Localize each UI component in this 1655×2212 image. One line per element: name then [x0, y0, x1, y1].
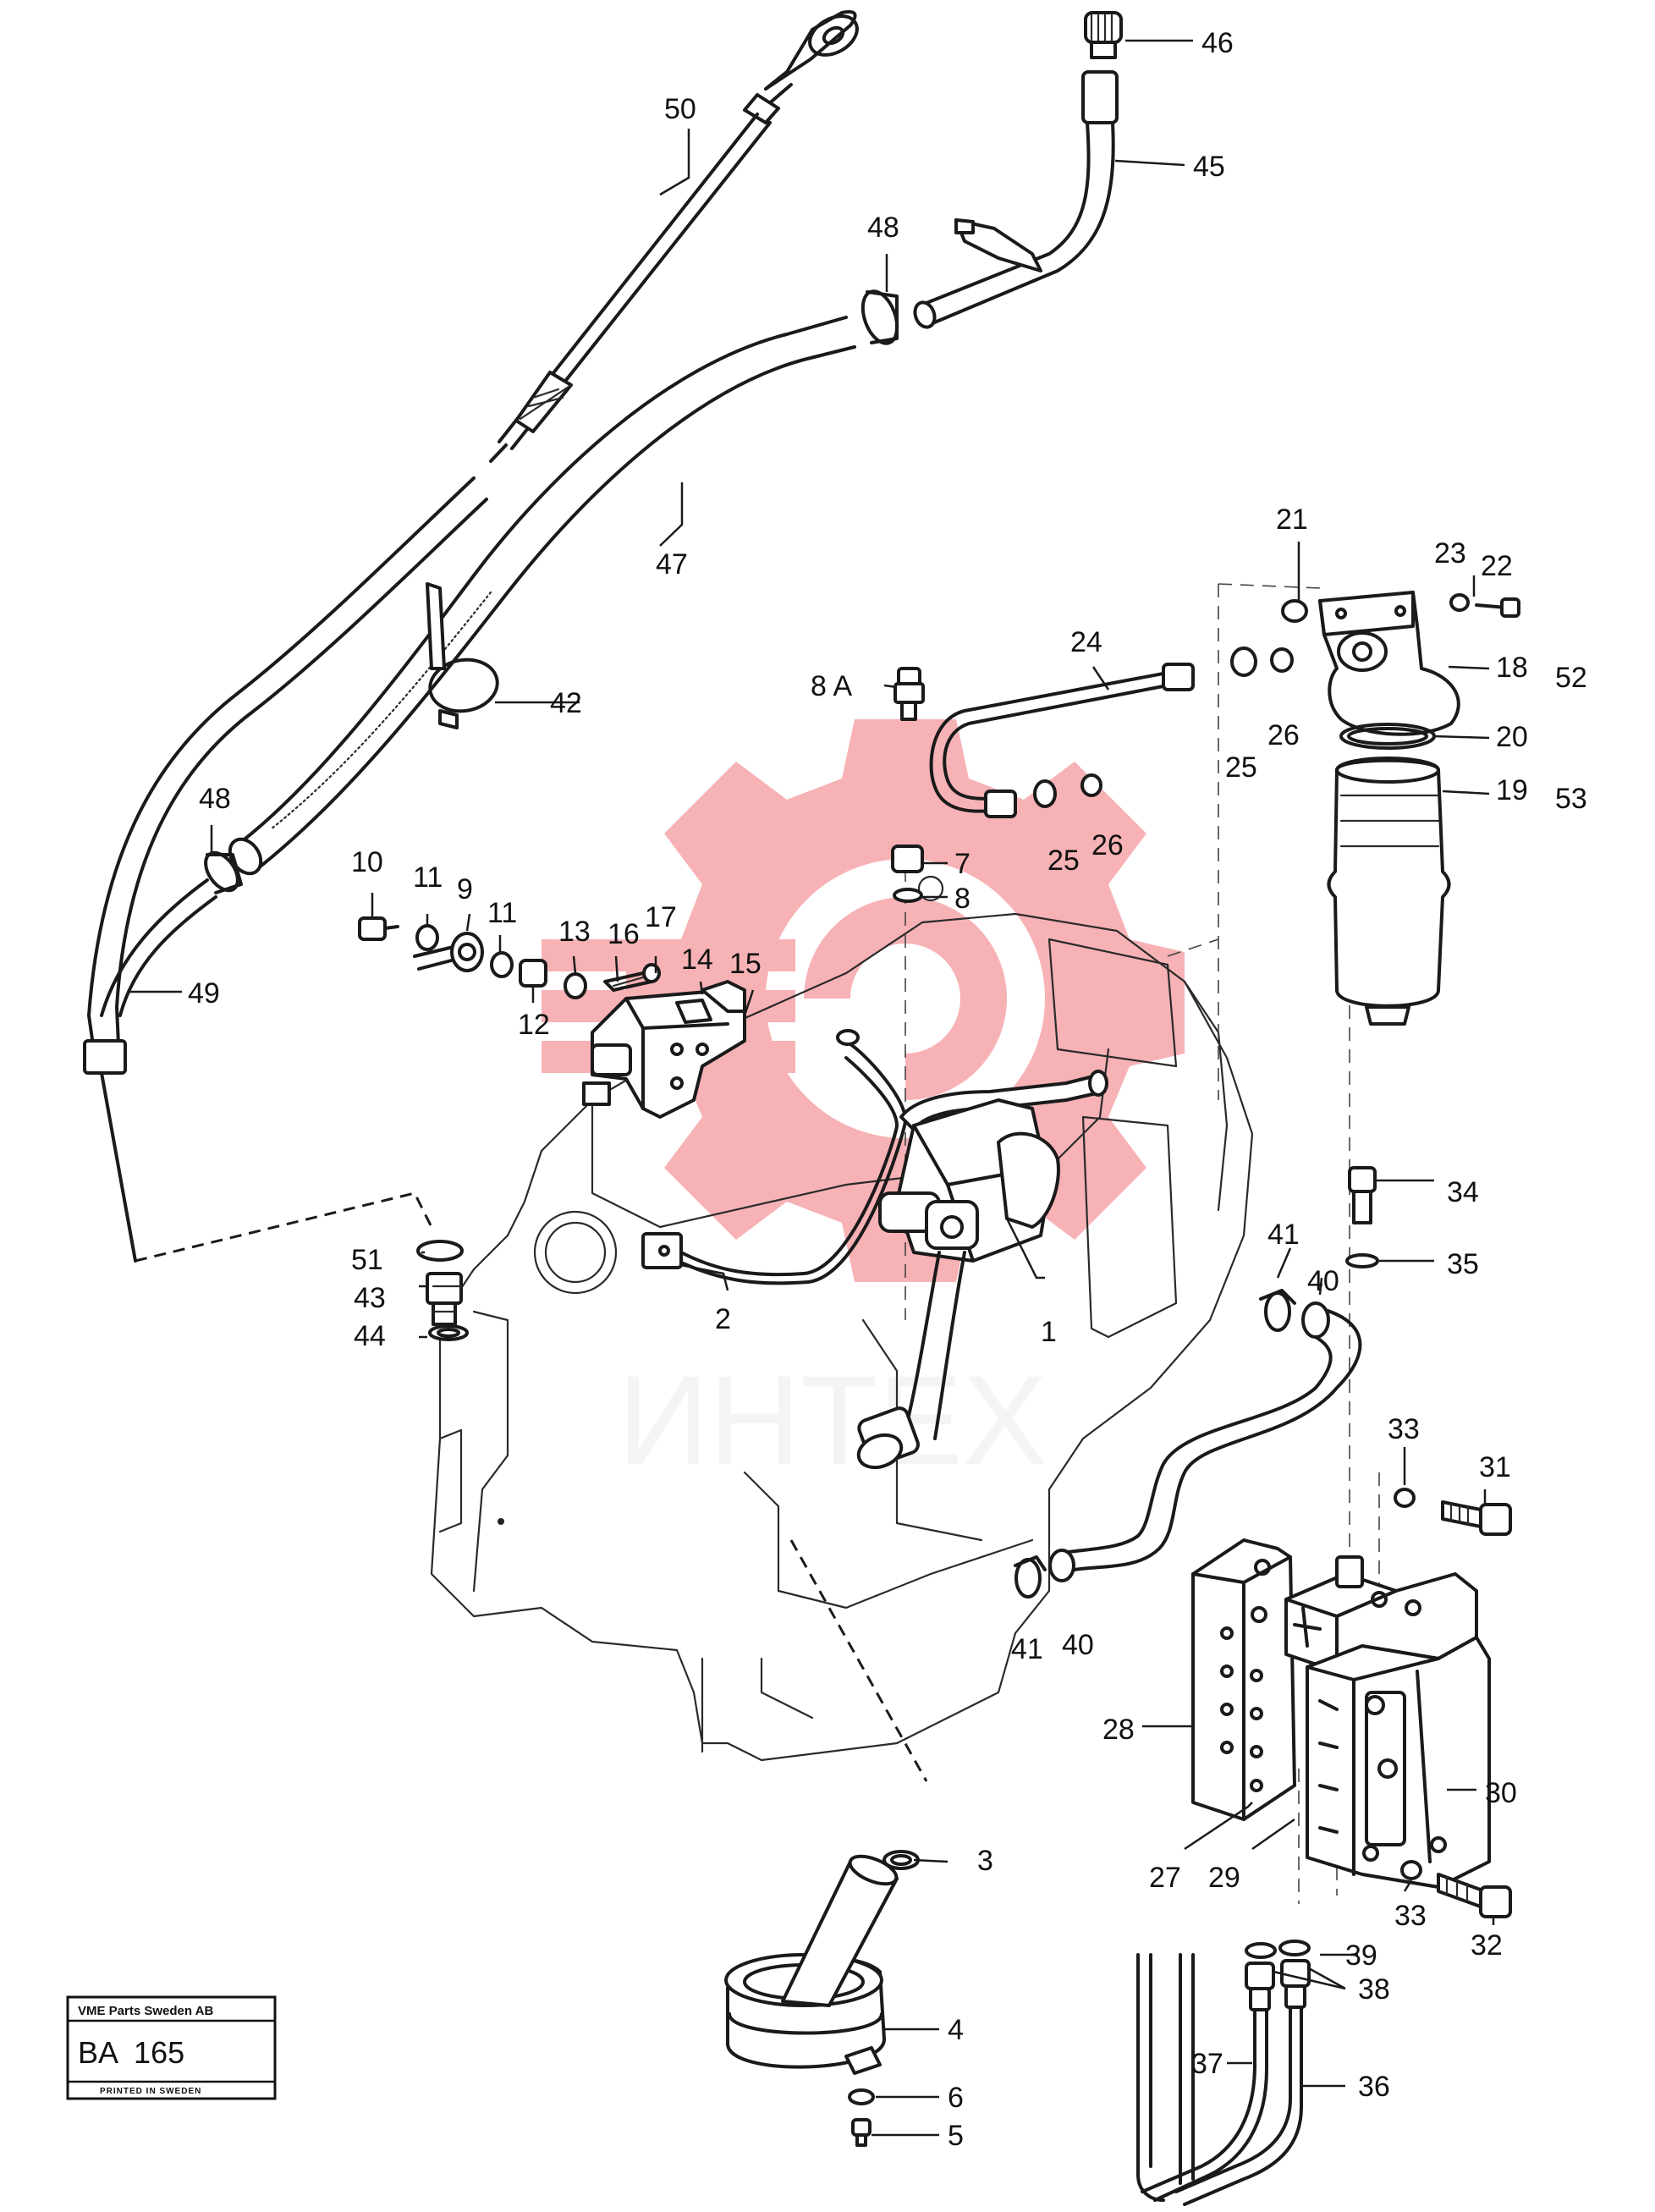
callout-12: 12 — [518, 1009, 550, 1041]
callout-6: 6 — [948, 2082, 964, 2114]
callout-48b: 48 — [199, 783, 231, 815]
callout-9: 9 — [457, 873, 473, 905]
catalogue-stamp: VME Parts Sweden AB BA 165 PRINTED IN SW… — [66, 1995, 277, 2100]
cable-tie — [426, 582, 499, 729]
callout-40a: 40 — [1307, 1265, 1339, 1297]
callout-51: 51 — [351, 1244, 383, 1276]
callout-41b: 41 — [1011, 1633, 1043, 1665]
callout-25a: 25 — [1225, 751, 1257, 784]
callout-4: 4 — [948, 2014, 964, 2046]
watermark: ИНТЕХ — [542, 719, 1185, 1491]
callout-37: 37 — [1191, 2048, 1223, 2080]
callout-19: 19 — [1496, 774, 1528, 806]
callout-1: 1 — [1041, 1316, 1057, 1348]
callout-47: 47 — [656, 548, 688, 581]
callout-17: 17 — [645, 901, 677, 933]
callout-11a: 11 — [413, 861, 443, 894]
oil-filter-assembly — [1281, 591, 1520, 1026]
callout-38: 38 — [1358, 1973, 1390, 2006]
callout-27: 27 — [1149, 1862, 1181, 1894]
callout-8: 8 — [954, 883, 970, 915]
hose-clamp-lower — [204, 850, 243, 894]
callout-26a: 26 — [1267, 719, 1300, 751]
callout-44: 44 — [354, 1320, 386, 1352]
callout-2: 2 — [715, 1303, 731, 1335]
callout-52: 52 — [1555, 662, 1587, 694]
valve-assembly — [582, 980, 746, 1119]
watermark-text: ИНТЕХ — [618, 1349, 1047, 1491]
hose-clamp-41-upper — [1259, 1289, 1296, 1332]
callout-labels: 1 2 3 4 5 6 7 8 8 A 9 10 11 11 12 13 14 … — [188, 27, 1587, 2152]
callout-5: 5 — [948, 2120, 964, 2152]
hose-upper — [204, 289, 899, 894]
stamp-company: VME Parts Sweden AB — [78, 2004, 213, 2018]
callout-50: 50 — [664, 93, 696, 125]
lower-pipes — [1136, 1940, 1311, 2206]
hose-clamp-41-lower — [1014, 1555, 1047, 1598]
callout-8a: 8 A — [811, 670, 852, 702]
callout-20: 20 — [1496, 721, 1528, 753]
leader-lines — [127, 39, 1495, 2137]
callout-43: 43 — [354, 1282, 386, 1314]
callout-26b: 26 — [1091, 829, 1124, 861]
callout-13: 13 — [558, 916, 591, 948]
callout-25b: 25 — [1047, 845, 1080, 877]
callout-31: 31 — [1479, 1451, 1511, 1483]
callout-30: 30 — [1485, 1777, 1517, 1809]
callout-41a: 41 — [1267, 1219, 1300, 1251]
callout-18: 18 — [1496, 652, 1528, 684]
callout-3: 3 — [977, 1845, 993, 1877]
callout-33a: 33 — [1388, 1413, 1420, 1445]
stamp-printed: PRINTED IN SWEDEN — [100, 2087, 201, 2096]
callout-49: 49 — [188, 977, 220, 1010]
callout-46: 46 — [1201, 27, 1234, 59]
callout-21: 21 — [1276, 503, 1308, 536]
transmission-housing — [430, 875, 1254, 1762]
pipe-24 — [929, 647, 1294, 818]
hose-clamp-upper — [860, 289, 899, 345]
breather-fitting — [416, 1240, 469, 1341]
pump-unit — [856, 667, 1108, 1470]
callout-45: 45 — [1193, 151, 1225, 183]
dipstick — [489, 10, 859, 463]
callout-39: 39 — [1345, 1940, 1377, 1972]
control-valve-assembly — [1191, 1166, 1512, 1918]
callout-15: 15 — [729, 948, 762, 980]
callout-10: 10 — [351, 846, 383, 878]
callout-16: 16 — [608, 918, 640, 950]
callout-40b: 40 — [1062, 1629, 1094, 1661]
stamp-code: BA 165 — [78, 2035, 184, 2070]
callout-34: 34 — [1447, 1176, 1479, 1208]
return-hose — [1014, 1289, 1362, 1598]
callout-23: 23 — [1434, 537, 1466, 570]
suction-strainer — [724, 1850, 920, 2147]
callout-11b: 11 — [487, 897, 517, 929]
breather-hose — [83, 476, 499, 1263]
callout-42: 42 — [550, 687, 582, 719]
callout-32: 32 — [1471, 1929, 1503, 1962]
alignment-lines — [789, 583, 1380, 1904]
callout-7: 7 — [954, 848, 970, 880]
callout-14: 14 — [681, 944, 713, 976]
valve-fittings — [358, 916, 661, 999]
filler-pipe — [913, 11, 1123, 329]
callout-22: 22 — [1481, 550, 1513, 582]
callout-33b: 33 — [1394, 1900, 1427, 1932]
callout-24: 24 — [1070, 626, 1102, 658]
pipe-2 — [641, 1029, 908, 1285]
callout-48a: 48 — [867, 212, 899, 244]
callout-29: 29 — [1208, 1862, 1240, 1894]
callout-53: 53 — [1555, 783, 1587, 815]
callout-36: 36 — [1358, 2071, 1390, 2103]
callout-28: 28 — [1102, 1714, 1135, 1746]
callout-35: 35 — [1447, 1248, 1479, 1280]
